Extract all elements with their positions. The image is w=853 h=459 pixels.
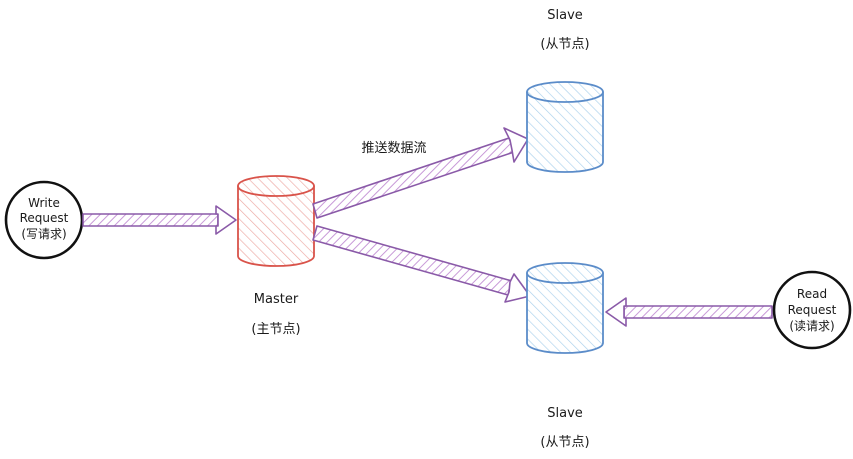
- master-sublabel: (主节点): [251, 322, 300, 337]
- slave-bottom-database-icon: [526, 262, 604, 354]
- write-request-line3: (写请求): [21, 227, 66, 241]
- slave-top-sublabel: (从节点): [540, 37, 589, 52]
- slave-bottom-sublabel: (从节点): [540, 435, 589, 450]
- master-label: Master: [254, 292, 299, 307]
- write-request-line2: Request: [20, 211, 69, 225]
- read-request-node: Read Request (读请求): [772, 270, 852, 350]
- arrow-write-to-master: [82, 205, 237, 235]
- write-request-node: Write Request (写请求): [4, 180, 84, 260]
- arrow-read-to-slave-bottom: [605, 297, 773, 327]
- master-database-icon: [237, 175, 315, 267]
- arrow-master-to-slave-bottom: [312, 225, 531, 303]
- slave-top-label: Slave: [547, 8, 583, 23]
- slave-top-database-icon: [526, 81, 604, 173]
- slave-bottom-label: Slave: [547, 406, 583, 421]
- arrow-master-to-slave-top: [312, 127, 529, 219]
- read-request-line3: (读请求): [789, 319, 834, 333]
- push-data-flow-label: 推送数据流: [361, 141, 426, 156]
- read-request-line1: Read: [797, 287, 827, 301]
- read-request-line2: Request: [788, 303, 837, 317]
- write-request-line1: Write: [28, 196, 60, 210]
